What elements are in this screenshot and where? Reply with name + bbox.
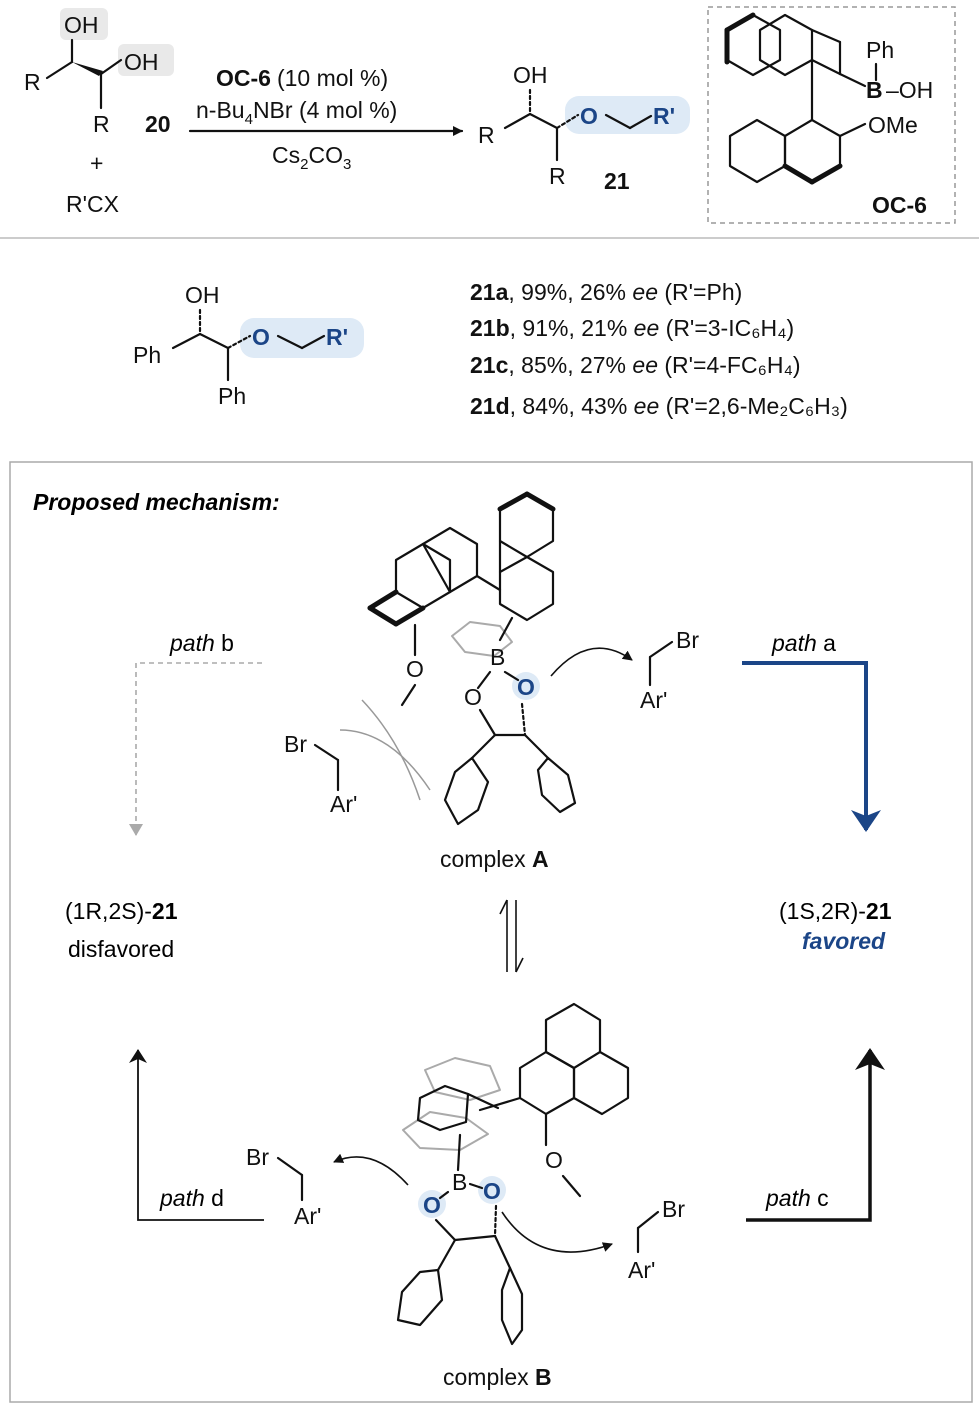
oh-highlight	[118, 44, 174, 76]
hydroxyl-label: –OH	[886, 77, 933, 103]
plus-sign: +	[90, 150, 103, 176]
ether-oxygen-label: O	[252, 324, 270, 350]
aryl-label: Ar'	[330, 791, 357, 817]
catalyst-label: OC-6	[872, 192, 927, 218]
compound-number: 21	[604, 168, 630, 194]
attack-arrow	[333, 1153, 409, 1186]
example-structure: OH O R' Ph Ph	[133, 282, 364, 409]
result-row-21c: 21c, 85%, 27% ee (R'=4-FC₆H₄)	[470, 352, 801, 378]
mechanism-section: Proposed mechanism: O B O O	[9, 461, 973, 1403]
mechanism-title: Proposed mechanism:	[33, 489, 280, 515]
r-group-label: R	[549, 163, 566, 189]
path-d-arrow	[129, 1049, 264, 1221]
condition-base: Cs2CO3	[272, 142, 351, 173]
boron-label: B	[490, 644, 505, 670]
nucleophilic-oxygen-label: O	[483, 1178, 501, 1204]
r-group-label: R	[93, 111, 110, 137]
hydroxyl-label: OH	[513, 62, 548, 88]
phenyl-label: Ph	[866, 37, 894, 63]
complex-b-label: complex B	[443, 1364, 552, 1390]
examples-section: OH O R' Ph Ph 21a, 99%, 26% ee (R'=Ph) 2…	[133, 279, 848, 419]
methoxy-oxygen-label: O	[406, 656, 424, 682]
favored-product: (1S,2R)-21	[779, 898, 892, 924]
complex-a-structure: O B O O Br Ar'	[284, 491, 577, 826]
attack-arrow	[501, 1211, 613, 1253]
reagent-label: R'CX	[66, 191, 119, 217]
r-prime-label: R'	[326, 324, 348, 350]
methoxy-oxygen-label: O	[545, 1147, 563, 1173]
result-row-21b: 21b, 91%, 21% ee (R'=3-IC₆H₄)	[470, 315, 794, 341]
reaction-scheme: OH OH R R 20 + R'CX OC-6(10 mol %) n-Bu4…	[24, 6, 956, 224]
path-c-arrow	[746, 1048, 885, 1222]
nucleophilic-oxygen-label: O	[423, 1192, 441, 1218]
aryl-label: Ar'	[294, 1203, 321, 1229]
favored-status: favored	[802, 928, 886, 954]
boron-label: B	[866, 77, 883, 103]
path-b-label: path b	[169, 630, 234, 656]
disfavored-status: disfavored	[68, 936, 174, 962]
bromide-label: Br	[662, 1196, 685, 1222]
catalyst-oc6: Ph B –OH OMe OC-6	[707, 6, 956, 224]
disfavored-product: (1R,2S)-21	[65, 898, 178, 924]
path-b-arrow	[129, 662, 262, 836]
complex-a-label: complex A	[440, 846, 549, 872]
product-21: OH O R' R R 21	[478, 62, 690, 194]
oxygen-highlight	[512, 672, 540, 700]
ether-highlight	[565, 96, 690, 134]
hydroxyl-label: OH	[64, 12, 99, 38]
r-group-label: R	[24, 69, 41, 95]
result-row-21a: 21a, 99%, 26% ee (R'=Ph)	[470, 279, 742, 305]
oxygen-label: O	[464, 684, 482, 710]
aryl-label: Ar'	[640, 687, 667, 713]
hydroxyl-label: OH	[185, 282, 220, 308]
ether-oxygen-label: O	[580, 103, 598, 129]
compound-number: 20	[145, 111, 171, 137]
oxygen-highlight	[418, 1190, 446, 1218]
reaction-conditions: OC-6(10 mol %) n-Bu4NBr (4 mol %) Cs2CO3	[188, 65, 464, 173]
result-row-21d: 21d, 84%, 43% ee (R'=2,6-Me₂C₆H₃)	[470, 393, 848, 419]
equilibrium-arrows	[499, 899, 524, 973]
methoxy-label: OMe	[868, 112, 918, 138]
phenyl-label: Ph	[218, 383, 246, 409]
reactant-diol: OH OH R R 20 + R'CX	[24, 8, 174, 217]
r-prime-label: R'	[653, 103, 675, 129]
oh-highlight	[60, 8, 108, 40]
path-a-arrow	[742, 661, 881, 832]
phenyl-label: Ph	[133, 342, 161, 368]
mechanism-box	[9, 461, 973, 1403]
boron-label: B	[452, 1169, 467, 1195]
hydroxyl-label: OH	[124, 49, 159, 75]
condition-additive: n-Bu4NBr (4 mol %)	[196, 97, 397, 128]
path-c-label: path c	[765, 1185, 829, 1211]
nucleophilic-oxygen-label: O	[517, 674, 535, 700]
catalyst-box	[707, 6, 956, 224]
ether-highlight	[240, 318, 364, 358]
condition-catalyst: OC-6(10 mol %)	[216, 65, 388, 91]
oxygen-highlight	[478, 1176, 506, 1204]
attack-arrow	[550, 647, 633, 677]
bromide-label: Br	[246, 1144, 269, 1170]
example-results: 21a, 99%, 26% ee (R'=Ph) 21b, 91%, 21% e…	[470, 279, 848, 419]
bromide-label: Br	[676, 627, 699, 653]
path-a-label: path a	[771, 630, 836, 656]
complex-b-structure: O B O O	[396, 1002, 630, 1346]
r-group-label: R	[478, 122, 495, 148]
path-d-label: path d	[159, 1185, 224, 1211]
bromide-label: Br	[284, 731, 307, 757]
aryl-label: Ar'	[628, 1257, 655, 1283]
